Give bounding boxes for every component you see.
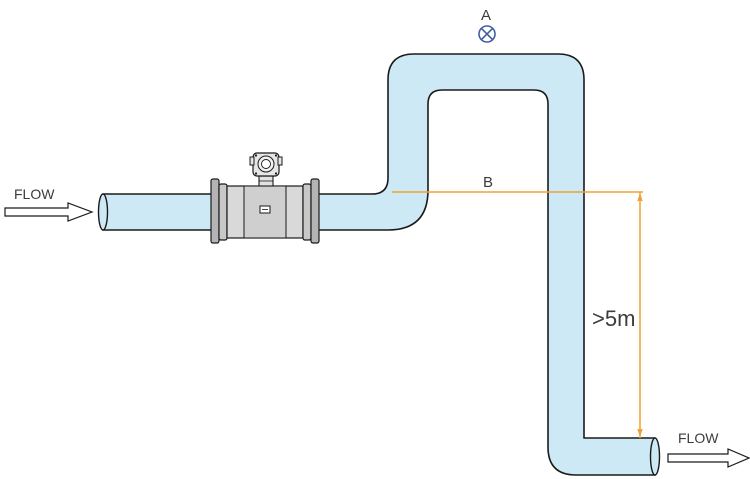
outlet-pipe-end bbox=[649, 437, 661, 476]
left-flange-inner bbox=[218, 183, 228, 241]
point-b-label: B bbox=[483, 174, 493, 191]
inlet-flow-arrow-icon bbox=[4, 202, 94, 222]
distance-label: >5m bbox=[592, 306, 635, 331]
circled-x-icon bbox=[478, 25, 496, 43]
distance-arrow-bottom bbox=[637, 429, 643, 437]
pipe-run bbox=[102, 53, 656, 476]
flowmeter bbox=[210, 152, 320, 244]
inlet-pipe-end bbox=[97, 193, 109, 231]
left-flange-outer bbox=[210, 178, 220, 244]
distance-arrow-top bbox=[637, 193, 643, 201]
dimension-lines bbox=[392, 191, 643, 438]
flow-in-label: FLOW bbox=[14, 186, 55, 202]
right-flange-outer bbox=[310, 178, 320, 244]
converter-head bbox=[249, 152, 283, 177]
flow-out-label: FLOW bbox=[678, 430, 719, 446]
right-flange-inner bbox=[302, 183, 312, 241]
point-a-label: A bbox=[481, 7, 491, 24]
outlet-flow-arrow-icon bbox=[667, 448, 750, 468]
